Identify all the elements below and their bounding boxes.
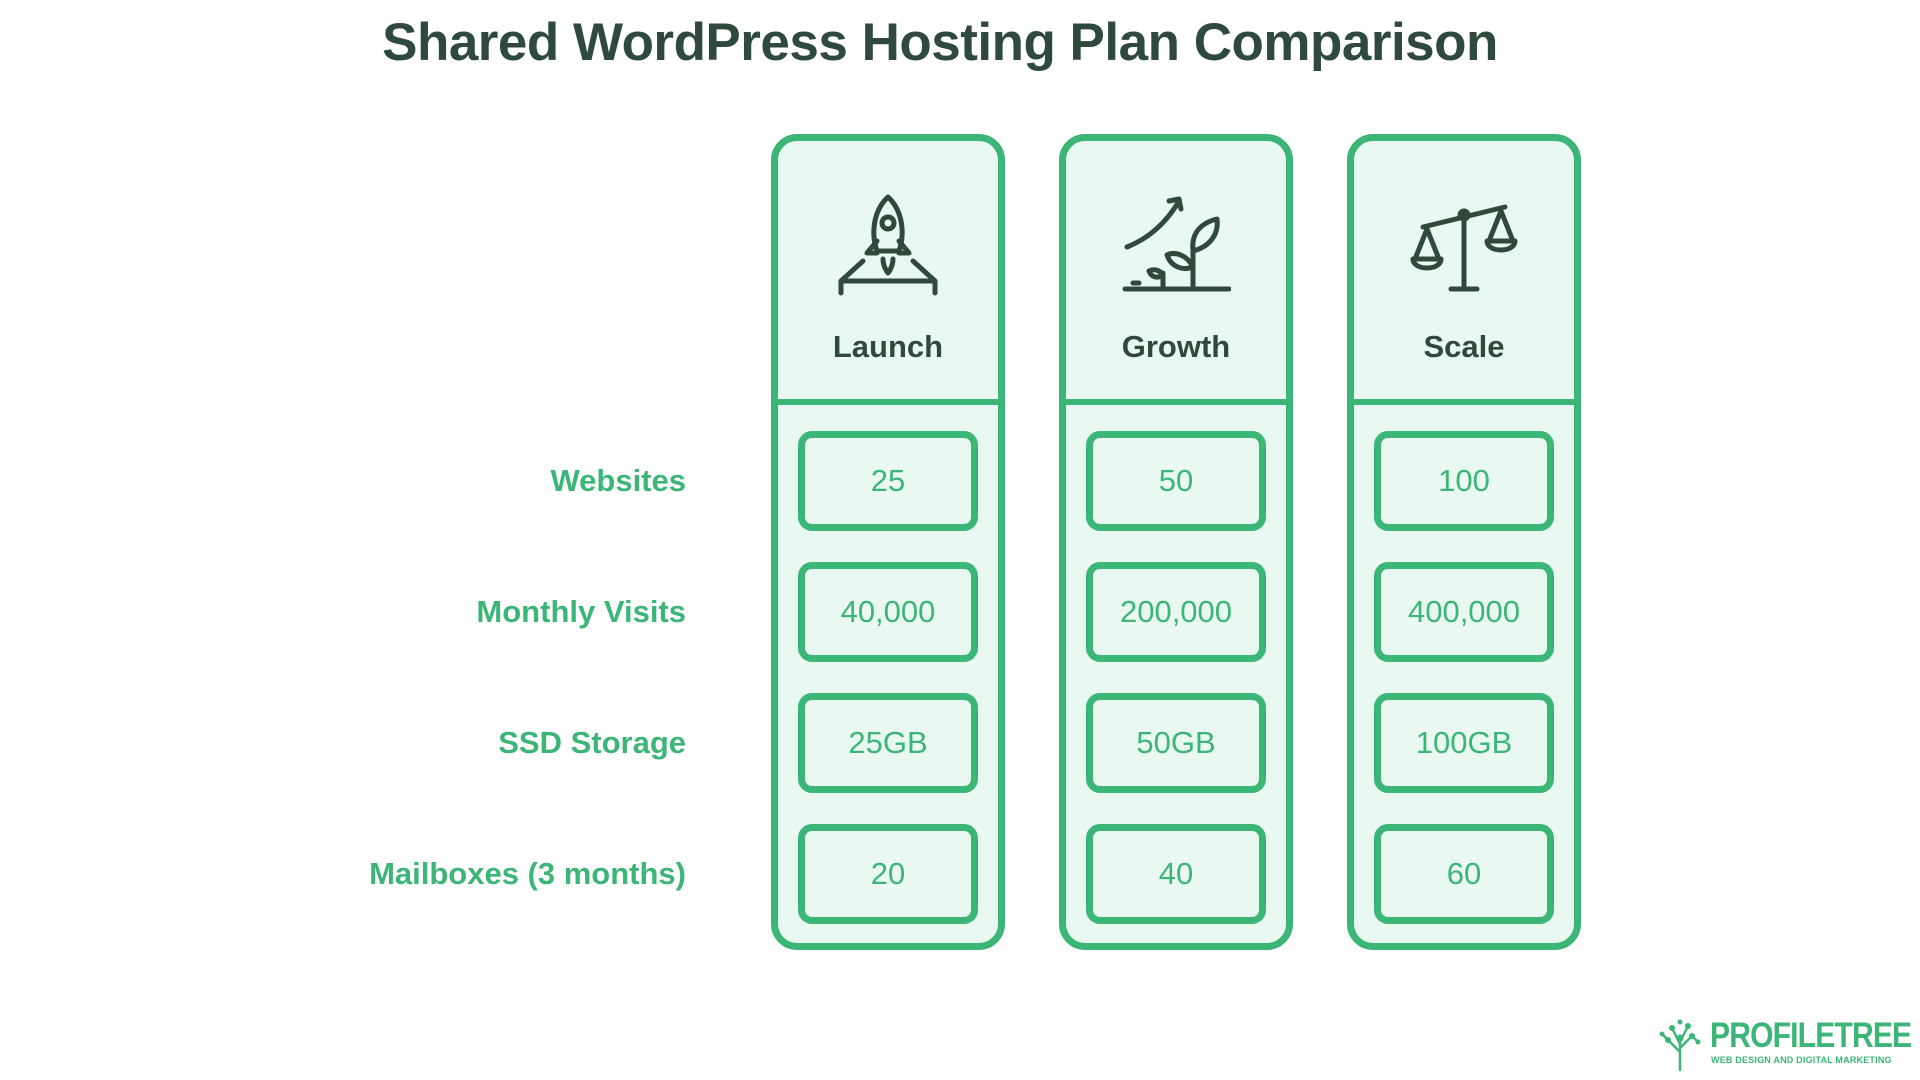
plan-name-launch: Launch <box>832 329 944 364</box>
plan-card-growth: Growth 50 200,000 50GB 40 <box>1059 134 1293 950</box>
value-cell-growth-websites: 50 <box>1086 431 1266 531</box>
value-cell-growth-monthly-visits: 200,000 <box>1086 562 1266 662</box>
value-cell-growth-ssd-storage: 50GB <box>1086 693 1266 793</box>
brand-tagline: WEB DESIGN AND DIGITAL MARKETING <box>1711 1055 1892 1065</box>
page-title: Shared WordPress Hosting Plan Comparison <box>382 13 1498 72</box>
tree-network-icon <box>1659 1019 1701 1072</box>
value-cell-scale-mailboxes: 60 <box>1374 824 1554 924</box>
plan-name-growth: Growth <box>1121 329 1231 364</box>
balance-scale-icon <box>1410 204 1518 292</box>
value-cell-growth-mailboxes: 40 <box>1086 824 1266 924</box>
value-cell-scale-monthly-visits: 400,000 <box>1374 562 1554 662</box>
rocket-launch-icon <box>838 194 938 296</box>
value-cell-scale-ssd-storage: 100GB <box>1374 693 1554 793</box>
value-cell-launch-monthly-visits: 40,000 <box>798 562 978 662</box>
plan-header-divider <box>771 399 1005 405</box>
row-label-websites: Websites <box>550 463 686 498</box>
plan-name-scale: Scale <box>1423 329 1505 364</box>
brand-name: PROFILETREE <box>1710 1016 1912 1055</box>
value-cell-launch-mailboxes: 20 <box>798 824 978 924</box>
value-cell-launch-websites: 25 <box>798 431 978 531</box>
value-cell-scale-websites: 100 <box>1374 431 1554 531</box>
row-labels: Websites Monthly Visits SSD Storage Mail… <box>0 0 686 1080</box>
plan-header-divider <box>1347 399 1581 405</box>
growth-plant-chart-icon <box>1122 196 1231 292</box>
plan-card-launch: Launch 25 40,000 25GB 20 <box>771 134 1005 950</box>
row-label-ssd-storage: SSD Storage <box>498 725 686 760</box>
row-label-mailboxes: Mailboxes (3 months) <box>369 856 686 891</box>
plan-card-scale: Scale 100 400,000 100GB 60 <box>1347 134 1581 950</box>
plan-header-divider <box>1059 399 1293 405</box>
row-label-monthly-visits: Monthly Visits <box>476 594 686 629</box>
value-cell-launch-ssd-storage: 25GB <box>798 693 978 793</box>
profiletree-logo: PROFILETREE WEB DESIGN AND DIGITAL MARKE… <box>1658 1016 1912 1074</box>
